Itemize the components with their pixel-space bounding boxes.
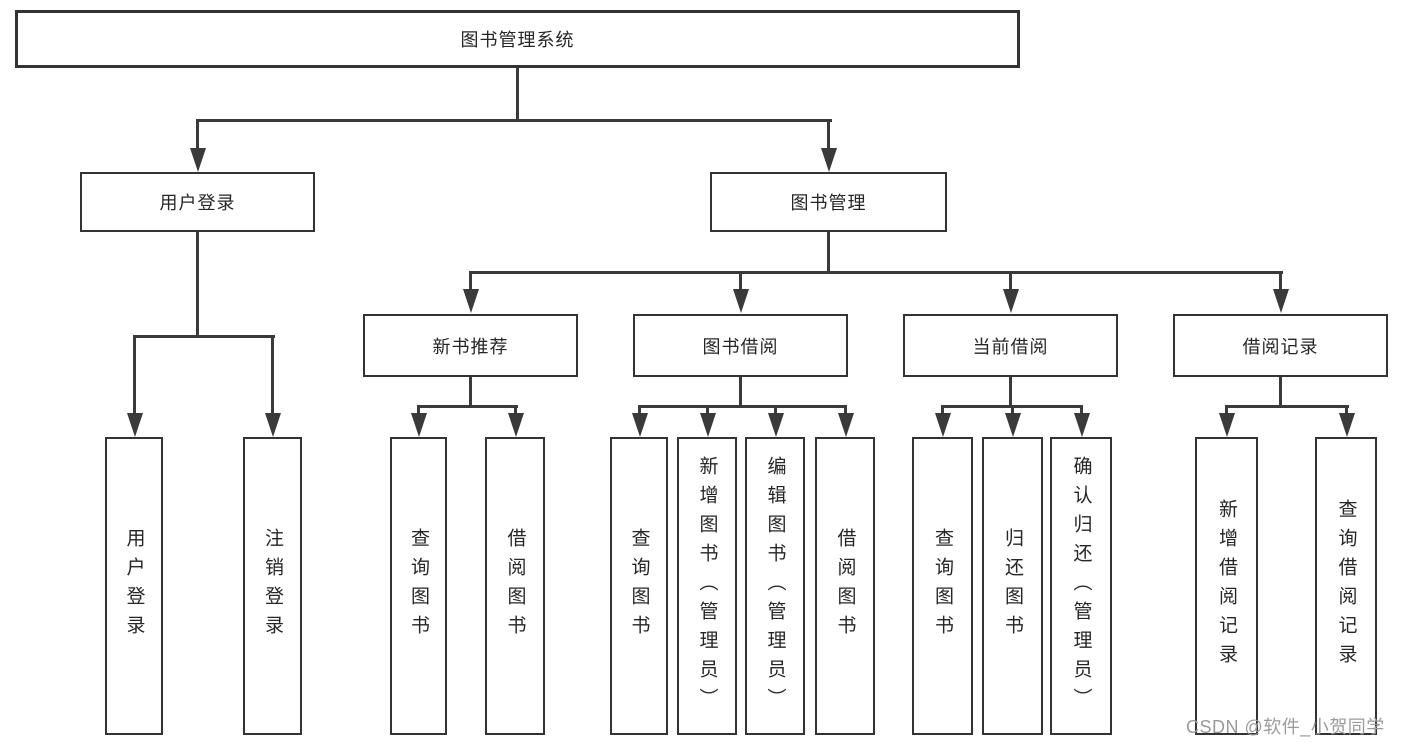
connector-line [827,119,830,154]
arrow-down-icon [1273,289,1289,313]
arrow-down-icon [700,413,716,437]
node-borrowing-records: 借阅记录 [1173,314,1388,377]
connector-line [469,271,472,293]
arrow-down-icon [127,413,143,437]
leaf-bb-borrow-books: 借阅图书 [815,437,875,735]
arrow-down-icon [463,289,479,313]
connector-line [844,405,847,417]
connector-line [774,405,777,417]
leaf-cb-confirm-return-admin: 确认归还（管理员） [1050,437,1112,735]
connector-line [469,375,472,408]
arrow-down-icon [733,289,749,313]
connector-line [196,119,832,122]
arrow-down-icon [768,413,784,437]
connector-line [469,271,1283,274]
arrow-down-icon [1074,413,1090,437]
connector-line [133,335,275,338]
watermark: CSDN @软件_小贺同学 [1186,717,1385,737]
connector-line [638,405,847,408]
arrow-down-icon [508,413,524,437]
connector-line [417,405,518,408]
connector-line [514,405,517,417]
connector-line [133,335,136,417]
arrow-down-icon [1005,413,1021,437]
leaf-nb-query-books: 查询图书 [390,437,447,735]
arrow-down-icon [935,413,951,437]
connector-line [706,405,709,417]
leaf-cb-return-books: 归还图书 [982,437,1043,735]
connector-line [1279,271,1282,293]
arrow-down-icon [632,413,648,437]
connector-line [827,230,830,274]
connector-line [417,405,420,417]
connector-line [638,405,641,417]
leaf-user-login: 用户登录 [105,437,163,735]
connector-line [516,67,519,122]
node-root-library-management-system: 图书管理系统 [15,10,1020,68]
arrow-down-icon [1003,289,1019,313]
arrow-down-icon [265,413,281,437]
connector-line [1225,405,1349,408]
connector-line [739,375,742,408]
leaf-br-query-record: 查询借阅记录 [1315,437,1377,735]
connector-line [1011,405,1014,417]
connector-line [1345,405,1348,417]
leaf-nb-borrow-books: 借阅图书 [485,437,545,735]
connector-line [1080,405,1083,417]
arrow-down-icon [190,148,206,172]
arrow-down-icon [821,148,837,172]
connector-line [271,335,274,417]
node-book-management: 图书管理 [710,172,947,232]
leaf-logout: 注销登录 [243,437,302,735]
leaf-bb-add-books-admin: 新增图书（管理员） [677,437,737,735]
leaf-bb-query-books: 查询图书 [610,437,668,735]
connector-line [941,405,944,417]
node-new-book-recommend: 新书推荐 [363,314,578,377]
arrow-down-icon [1339,413,1355,437]
connector-line [196,119,199,154]
leaf-cb-query-books: 查询图书 [912,437,973,735]
arrow-down-icon [838,413,854,437]
connector-line [1009,375,1012,408]
leaf-br-add-record: 新增借阅记录 [1195,437,1258,735]
arrow-down-icon [411,413,427,437]
node-current-borrowing: 当前借阅 [903,314,1118,377]
connector-line [1009,271,1012,293]
leaf-bb-edit-books-admin: 编辑图书（管理员） [745,437,805,735]
node-user-login: 用户登录 [80,172,315,232]
connector-line [1279,375,1282,408]
connector-line [196,230,199,338]
connector-line [1225,405,1228,417]
node-book-borrowing: 图书借阅 [633,314,848,377]
arrow-down-icon [1219,413,1235,437]
connector-line [739,271,742,293]
